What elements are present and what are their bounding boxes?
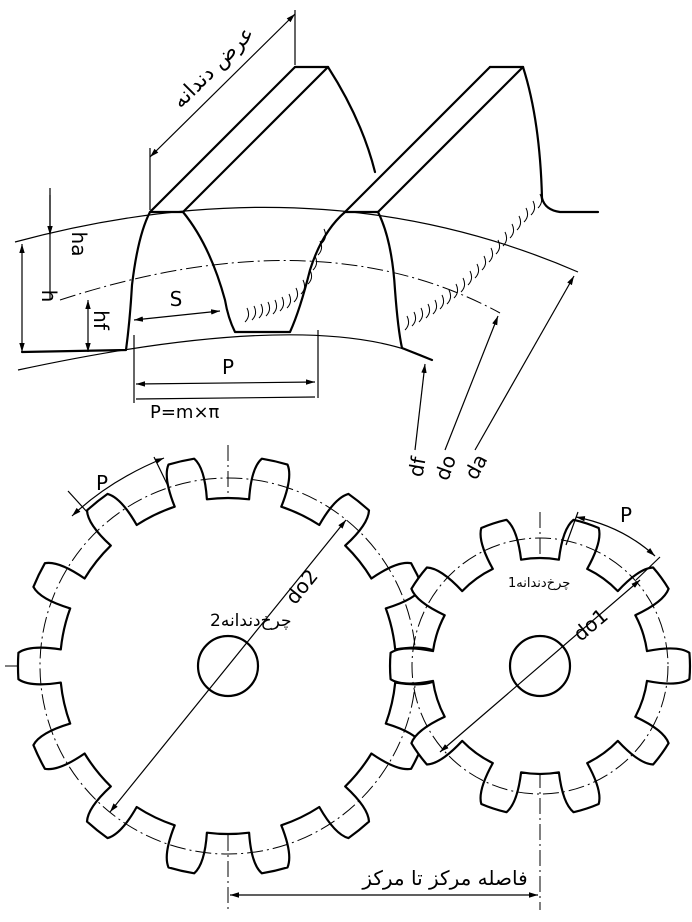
tooth-width-label: عرض دندانه bbox=[167, 21, 258, 112]
gear1-name-label: چرخ‌دندانه1 bbox=[508, 576, 570, 591]
ha-label: ha bbox=[67, 232, 91, 257]
gear1-pitch-extension-2 bbox=[635, 556, 661, 581]
p-label: P bbox=[222, 355, 234, 379]
da-label: da bbox=[459, 450, 492, 483]
tooth-width-dimension: عرض دندانه bbox=[149, 10, 296, 210]
s-label: S bbox=[170, 287, 183, 311]
df-label: df bbox=[404, 454, 431, 479]
gear2-pitch-arc bbox=[71, 457, 165, 517]
hf-label: hf bbox=[89, 310, 113, 331]
meshing-gears-view: چرخ‌دندانه2 do2 P چرخ‌دندانه1 do1 P فاصل… bbox=[5, 445, 692, 910]
tooth-detail-view: عرض دندانه ha h hf S P P=m×π bbox=[14, 10, 600, 484]
tooth-profile bbox=[20, 210, 434, 362]
gear2-pitch-label: P bbox=[96, 471, 108, 495]
p-formula-label: P=m×π bbox=[150, 402, 220, 423]
pitch-circle-arc bbox=[59, 260, 501, 314]
h-label: h bbox=[37, 290, 61, 303]
height-dimensions: ha h hf bbox=[19, 188, 113, 352]
gear2-diameter-dimension bbox=[109, 519, 347, 813]
dedendum-circle-arc bbox=[17, 334, 433, 371]
center-distance-label: فاصله مرکز تا مرکز bbox=[361, 866, 527, 890]
pitch-dimensions: S P P=m×π bbox=[133, 287, 319, 423]
do-label: do bbox=[430, 452, 461, 484]
gear-2: چرخ‌دندانه2 do2 P bbox=[16, 456, 440, 875]
addendum-circle-arc bbox=[14, 206, 579, 273]
center-distance-dimension: فاصله مرکز تا مرکز bbox=[230, 866, 538, 898]
gear1-pitch-label: P bbox=[620, 503, 632, 527]
gear1-pitch-arc bbox=[575, 516, 656, 557]
involute-hatching bbox=[244, 193, 543, 331]
gear1-diameter-dimension bbox=[439, 579, 641, 753]
gear2-name-label: چرخ‌دندانه2 bbox=[210, 611, 291, 631]
tooth-3d-edges bbox=[148, 65, 544, 214]
next-tooth-root bbox=[540, 196, 600, 214]
gear-1: چرخ‌دندانه1 do1 P bbox=[388, 503, 692, 814]
gear1-pitch-circle bbox=[411, 537, 669, 795]
